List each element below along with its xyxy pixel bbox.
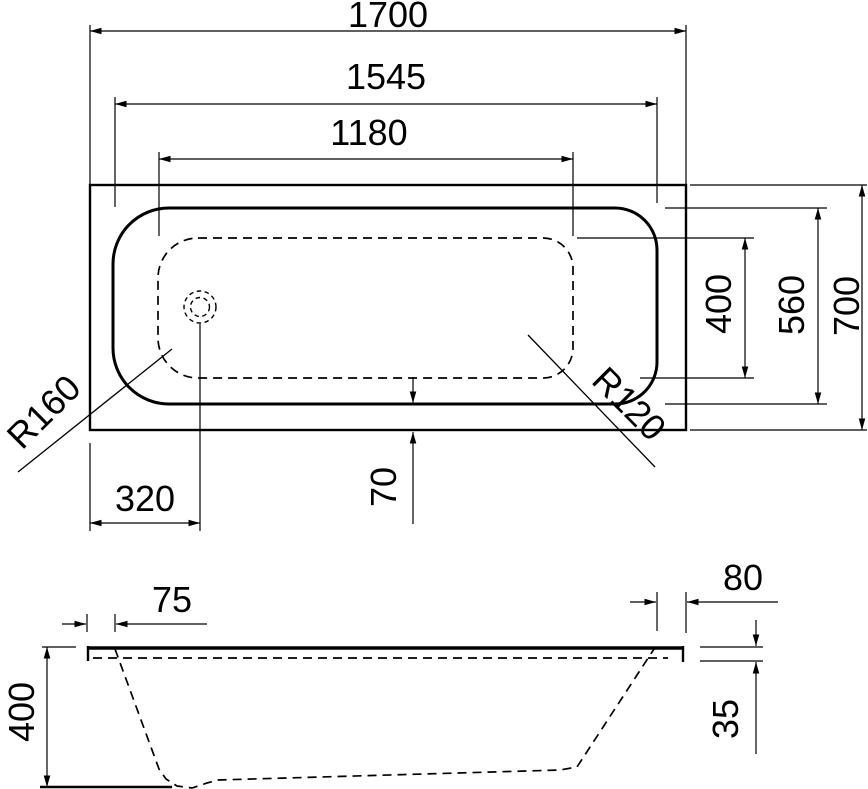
dim-label-70: 70 (363, 467, 404, 507)
dim-label-560: 560 (771, 275, 812, 335)
dim-rim-length: 1545 (114, 56, 658, 207)
drain-inner-circle (189, 296, 211, 318)
section-view: 75 80 400 35 (1, 557, 778, 789)
dim-label-400-depth: 400 (1, 682, 42, 742)
dim-label-1545: 1545 (346, 56, 426, 97)
dim-label-75: 75 (152, 579, 192, 620)
plan-view: 1700 1545 1180 400 560 (0, 0, 867, 531)
dim-label-35: 35 (705, 699, 746, 739)
dim-basin-length: 1180 (158, 112, 574, 236)
dim-label-400: 400 (698, 274, 739, 334)
tub-outer-outline (88, 183, 688, 432)
dim-basin-width: 400 (577, 237, 754, 379)
dim-rim-drop: 35 (700, 620, 763, 754)
radius-callout-left: R160 (0, 348, 173, 473)
tub-basin-outline (157, 237, 574, 379)
dim-label-1180: 1180 (330, 112, 407, 153)
dim-label-1700: 1700 (348, 0, 428, 35)
dim-overall-width: 700 (690, 184, 867, 431)
dim-rim-width: 560 (665, 207, 827, 405)
dim-flange-right: 80 (630, 557, 778, 633)
dim-overall-length: 1700 (89, 0, 687, 184)
drain (183, 290, 217, 531)
section-body-contour (114, 648, 655, 789)
dim-label-700: 700 (826, 276, 867, 336)
section-rim-flange (86, 646, 685, 662)
dim-label-80: 80 (723, 557, 763, 598)
dim-rim-edge-gap: 70 (363, 377, 417, 524)
drain-outer-circle (183, 290, 217, 324)
radius-callout-right: R120 (527, 334, 674, 468)
dim-label-320: 320 (115, 478, 175, 519)
r120-leader-line (527, 334, 656, 468)
r160-leader-line (17, 348, 173, 473)
dim-depth: 400 (1, 646, 172, 789)
dim-drain-offset: 320 (89, 443, 200, 531)
dim-label-r160: R160 (0, 367, 89, 457)
tub-rim-outline (111, 206, 659, 406)
dim-flange-left: 75 (62, 579, 207, 632)
